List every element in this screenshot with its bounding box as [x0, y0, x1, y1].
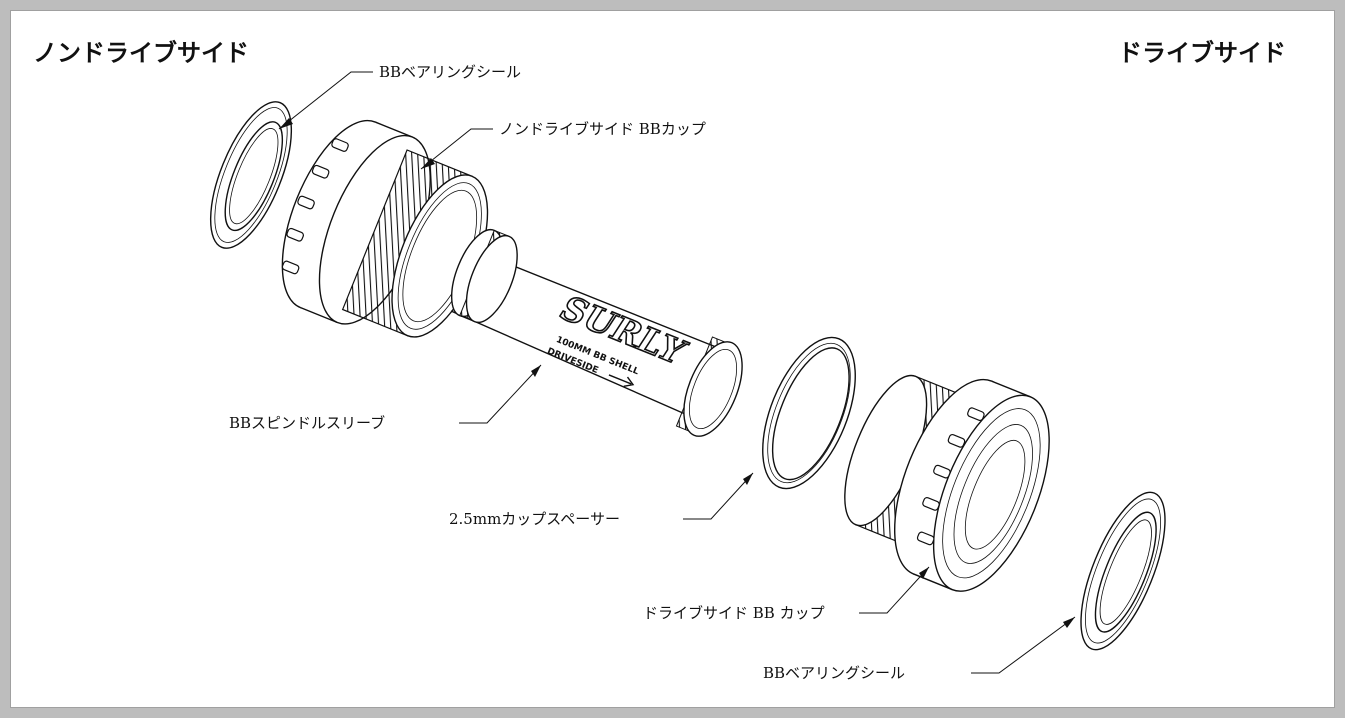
bearing-seal-bottom [1080, 491, 1166, 651]
label-non-drive-cup: ノンドライブサイド BBカップ [499, 120, 706, 138]
sleeve-arrow-icon [608, 374, 635, 387]
spindle-sleeve: SURLY 100MM BB SHELL DRIVESIDE [450, 228, 753, 437]
non-drive-cup [281, 119, 489, 338]
drive-cup [844, 374, 1050, 592]
cup-spacer [762, 336, 856, 490]
label-spindle-sleeve: BBスピンドルスリーブ [229, 414, 385, 432]
drive-side-title: ドライブサイド [1118, 39, 1286, 67]
label-bearing-seal-bottom: BBベアリングシール [763, 664, 905, 682]
label-cup-spacer: 2.5mmカップスペーサー [449, 510, 620, 528]
bearing-seal-top [209, 101, 293, 249]
exploded-bb-diagram: SURLY 100MM BB SHELL DRIVESIDE [209, 63, 1166, 682]
diagram-frame: ノンドライブサイド ドライブサイド [10, 10, 1335, 708]
label-drive-cup: ドライブサイド BB カップ [643, 604, 825, 622]
non-drive-side-title: ノンドライブサイド [33, 39, 249, 67]
label-bearing-seal-top: BBベアリングシール [379, 63, 521, 81]
leader-lines [278, 71, 1076, 674]
